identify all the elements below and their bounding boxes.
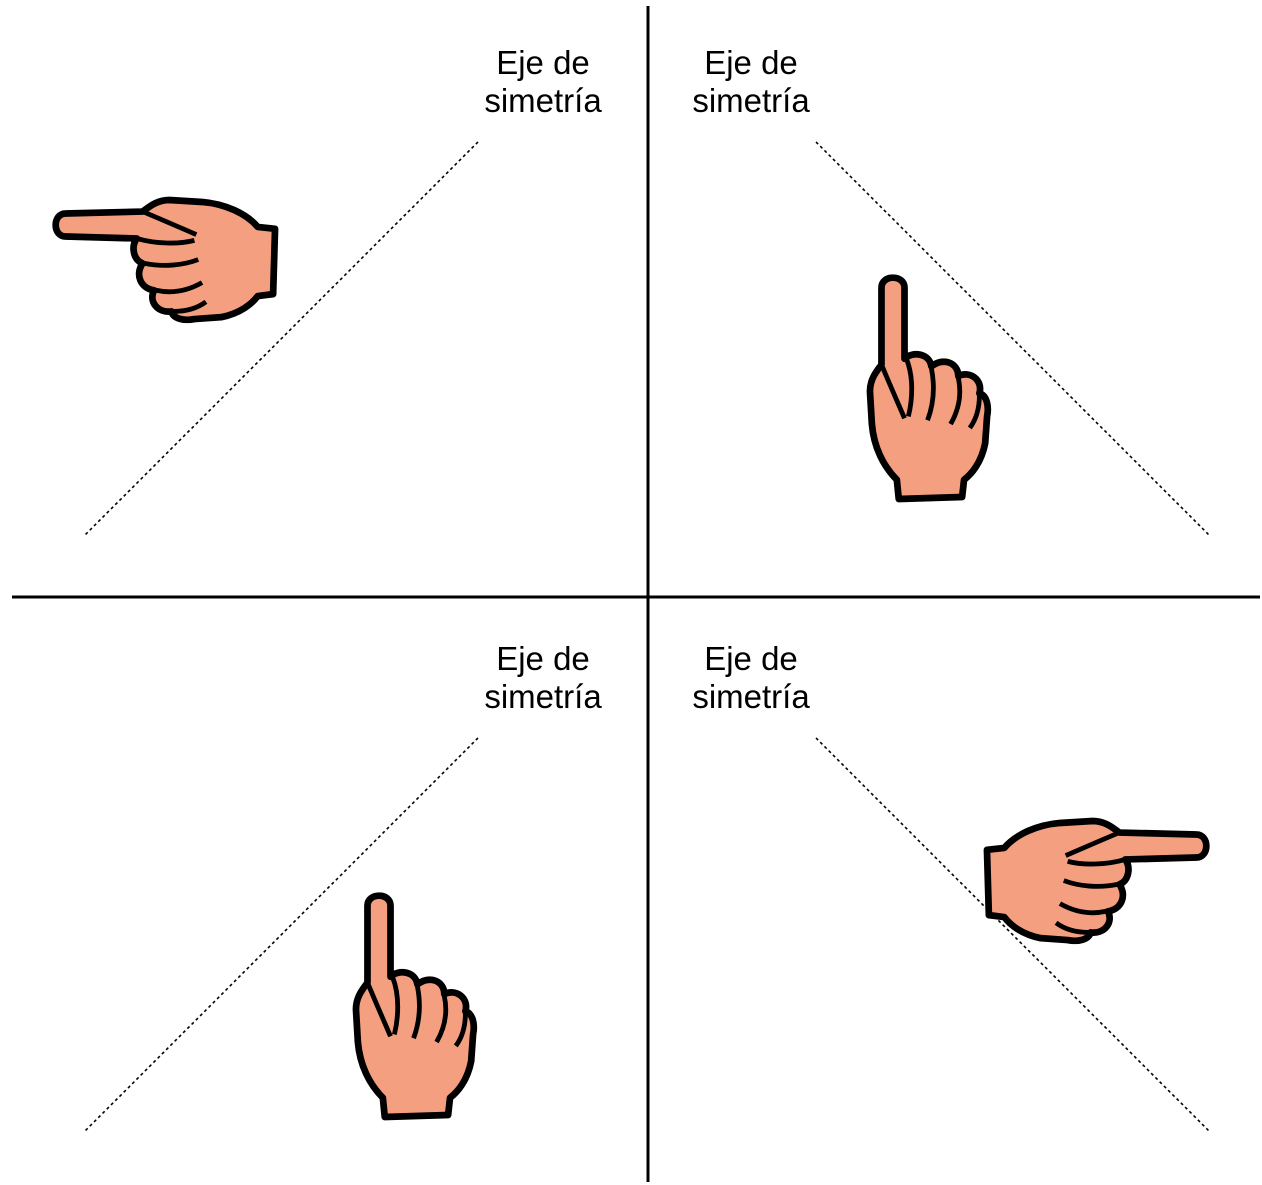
hand-pointing-up-icon [870, 278, 988, 499]
axis-label-line2: simetría [484, 82, 602, 119]
symmetry-axis-bottom-right [815, 737, 1211, 1133]
axis-label-bottom-left: Eje de simetría [458, 640, 628, 716]
hand-pointing-left-icon [56, 200, 275, 320]
symmetry-axis-bottom-left [83, 737, 479, 1133]
symmetry-axis-top-left [83, 141, 479, 537]
axis-label-line2: simetría [692, 678, 810, 715]
axis-label-line1: Eje de [496, 44, 590, 81]
hand-pointing-up-icon [356, 896, 474, 1117]
axis-label-bottom-right: Eje de simetría [666, 640, 836, 716]
symmetry-axis-top-right [815, 141, 1211, 537]
axis-label-top-right: Eje de simetría [666, 44, 836, 120]
axis-label-line1: Eje de [704, 640, 798, 677]
axis-label-line1: Eje de [704, 44, 798, 81]
hand-pointing-left-icon [987, 821, 1206, 941]
axis-label-line2: simetría [692, 82, 810, 119]
axis-label-line1: Eje de [496, 640, 590, 677]
axis-label-line2: simetría [484, 678, 602, 715]
axis-label-top-left: Eje de simetría [458, 44, 628, 120]
